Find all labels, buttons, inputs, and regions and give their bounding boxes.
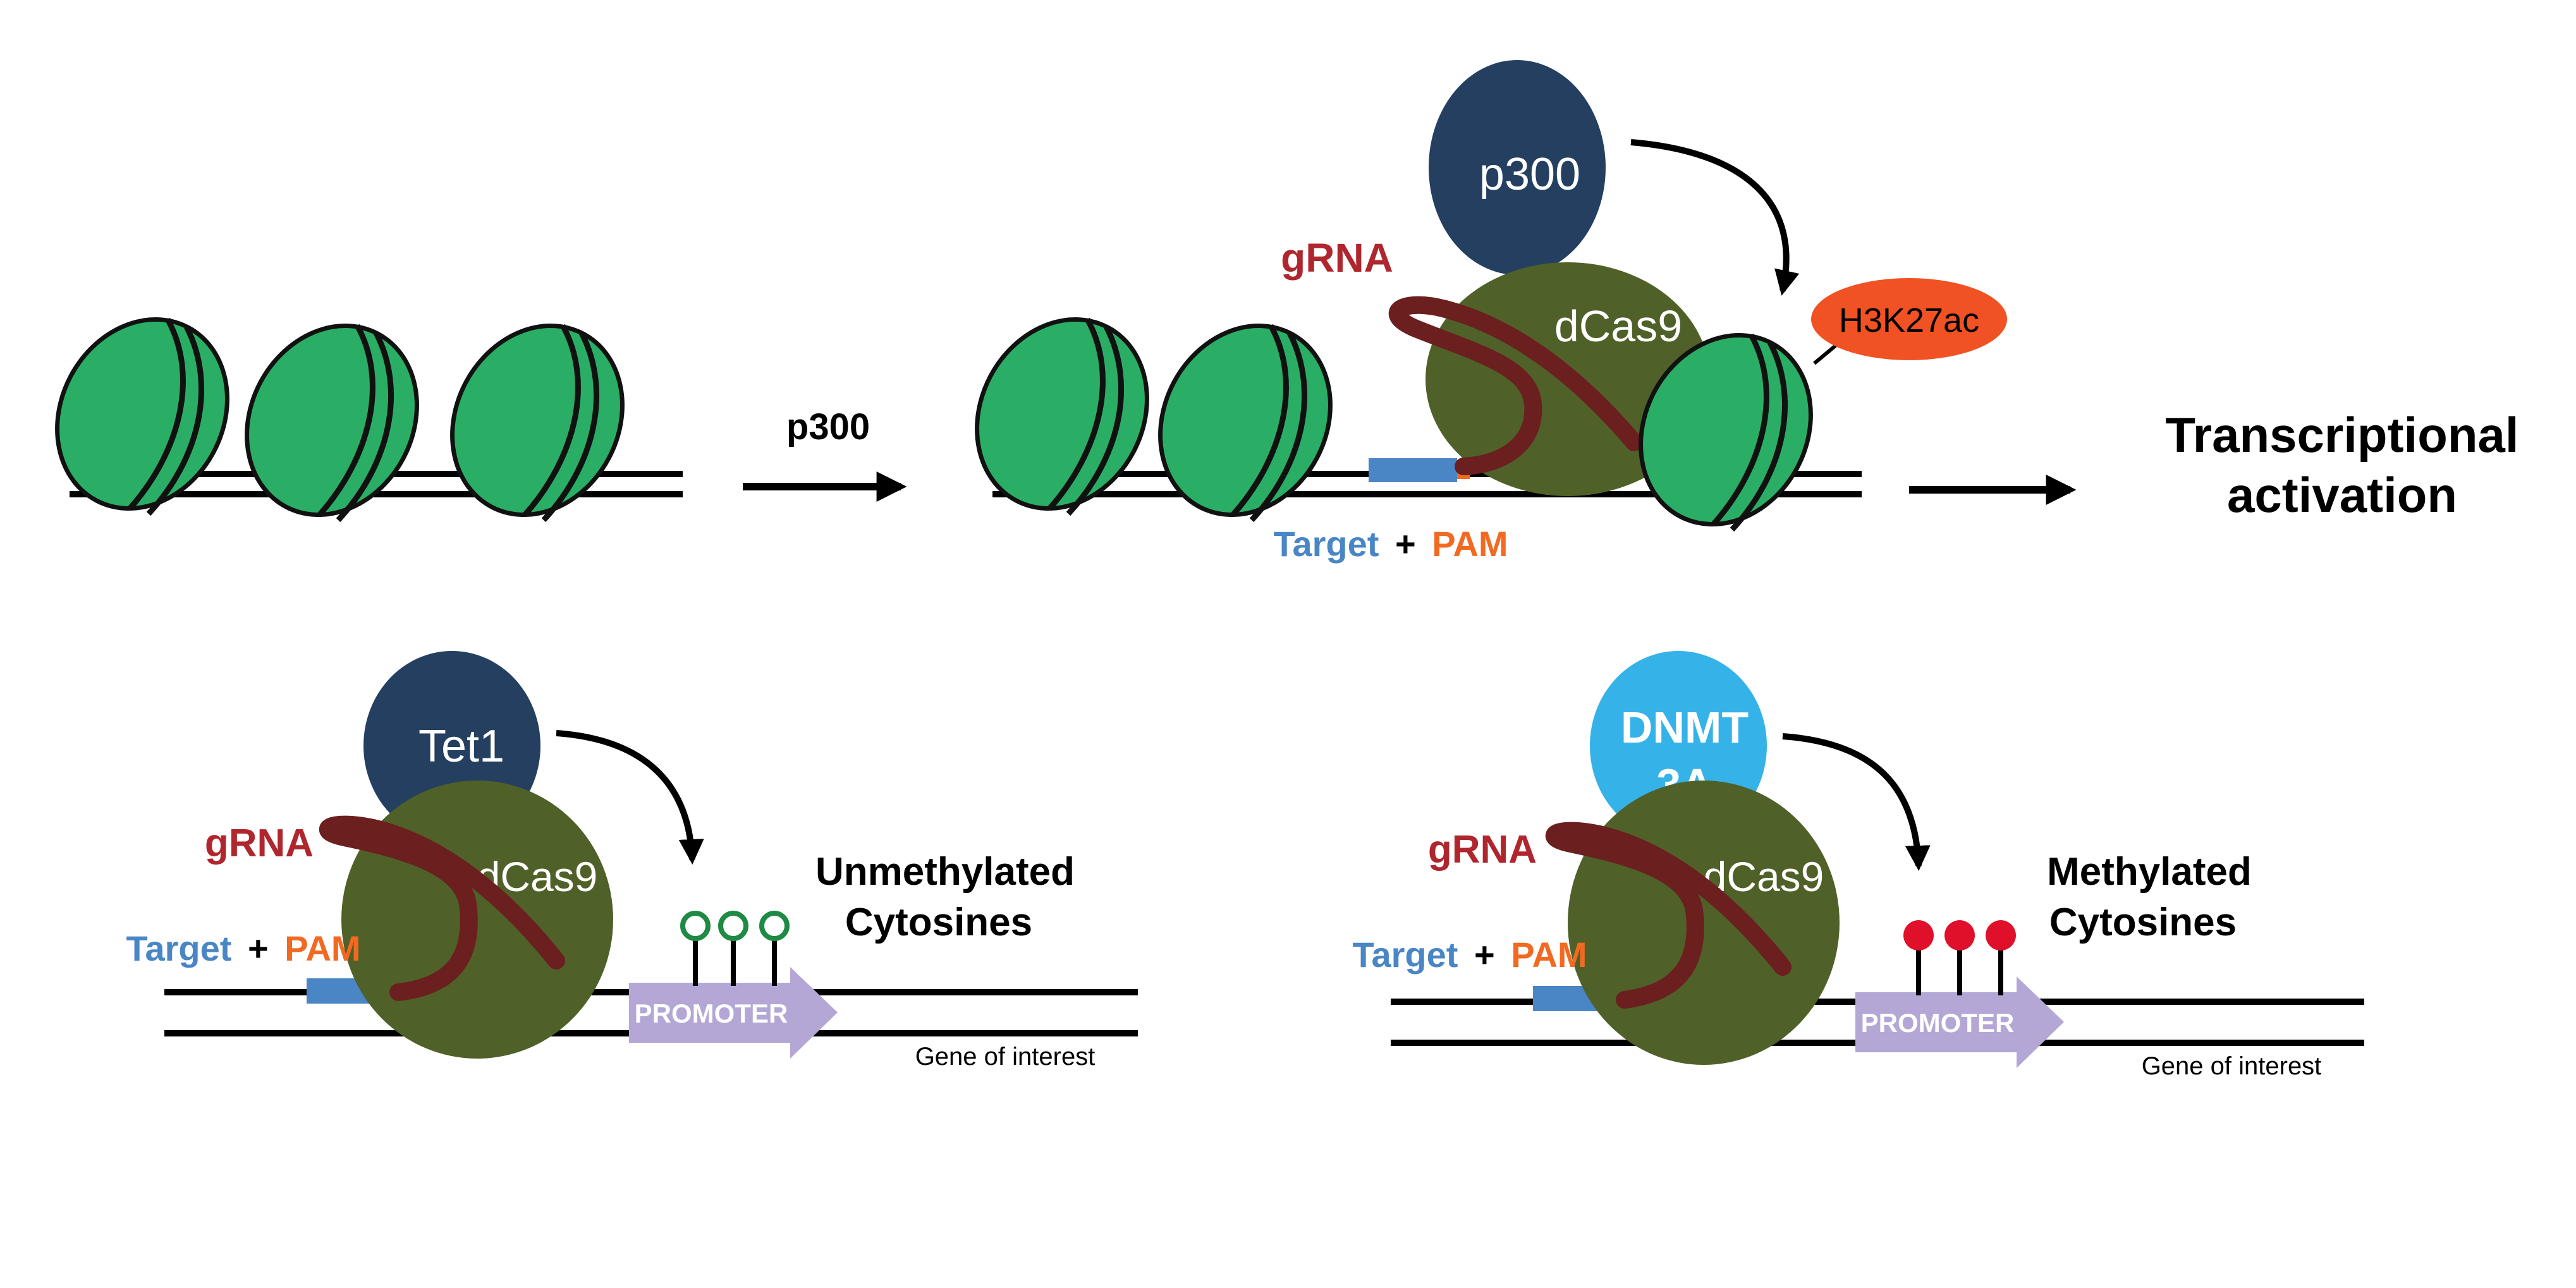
nucleosome xyxy=(1128,296,1363,545)
tet1-label: Tet1 xyxy=(418,721,504,772)
unmethylated-cytosine xyxy=(759,911,790,941)
target-pam-label: Target + PAM xyxy=(126,928,360,968)
bottom-right-panel: DNMT 3A dCas9 gRNA Target + PAM PROMOTER… xyxy=(1352,651,2364,1080)
bottom-left-panel: Tet1 dCas9 gRNA Target + PAM PROMOTER Un… xyxy=(126,651,1138,1071)
h3k27ac-label: H3K27ac xyxy=(1839,301,1979,339)
dcas9-label: dCas9 xyxy=(1554,301,1682,351)
methylated-cytosine xyxy=(1986,920,2016,951)
pam-label: PAM xyxy=(1511,935,1587,975)
result-line-1: Transcriptional xyxy=(2165,407,2518,463)
top-panel: p300 p300 dCas9 gRNA H3K27ac Target + PA… xyxy=(25,60,2519,564)
target-label: Target xyxy=(1273,524,1379,564)
p300-protein-label: p300 xyxy=(1479,149,1580,200)
cytosine-label-line-1: Methylated xyxy=(2047,850,2252,894)
plus-label: + xyxy=(1474,935,1495,975)
cytosine-label-line-2: Cytosines xyxy=(845,901,1032,944)
grna-label: gRNA xyxy=(1281,235,1393,281)
unmethylated-cytosines xyxy=(680,911,790,986)
methylation-arrow xyxy=(1782,733,1931,871)
nucleosome xyxy=(944,289,1180,538)
promoter-label: PROMOTER xyxy=(635,999,788,1028)
unmethylated-cytosine xyxy=(680,911,711,941)
gene-label: Gene of interest xyxy=(2142,1052,2322,1080)
promoter-arrow xyxy=(1855,976,2064,1068)
nucleosome xyxy=(420,296,655,545)
pam-label: PAM xyxy=(284,928,360,968)
grna-strand xyxy=(1545,822,1792,1009)
result-line-2: activation xyxy=(2227,467,2457,523)
p300-arrow-label: p300 xyxy=(786,406,870,447)
grna-strand xyxy=(1388,296,1643,475)
plus-label: + xyxy=(1395,524,1416,564)
cytosine-label-line-2: Cytosines xyxy=(2049,901,2237,944)
target-sequence xyxy=(1369,458,1457,482)
dnmt3a-label-line-1: DNMT xyxy=(1621,703,1749,752)
acetylation-arrow xyxy=(1630,139,1800,296)
demethylation-arrow xyxy=(556,730,704,865)
cytosine-label-line-1: Unmethylated xyxy=(815,850,1075,894)
p300-protein xyxy=(1429,60,1606,275)
target-pam-label: Target + PAM xyxy=(1273,524,1508,564)
methylated-cytosine xyxy=(1903,920,1934,951)
h3k27ac-mark xyxy=(1811,278,2007,360)
promoter-arrow xyxy=(629,967,838,1059)
plus-label: + xyxy=(248,928,269,968)
grna-label: gRNA xyxy=(205,822,314,865)
grna-label: gRNA xyxy=(1428,828,1537,872)
pam-label: PAM xyxy=(1432,524,1508,564)
nucleosome xyxy=(214,296,449,545)
promoter-label: PROMOTER xyxy=(1861,1008,2015,1038)
target-label: Target xyxy=(126,928,231,968)
target-label: Target xyxy=(1352,935,1458,975)
methylated-cytosines xyxy=(1903,920,2016,995)
gene-label: Gene of interest xyxy=(915,1043,1096,1071)
methylated-cytosine xyxy=(1944,920,1975,951)
nucleosome xyxy=(25,289,260,538)
unmethylated-cytosine xyxy=(718,911,748,941)
grna-strand xyxy=(319,815,565,1001)
target-pam-label: Target + PAM xyxy=(1352,935,1587,975)
